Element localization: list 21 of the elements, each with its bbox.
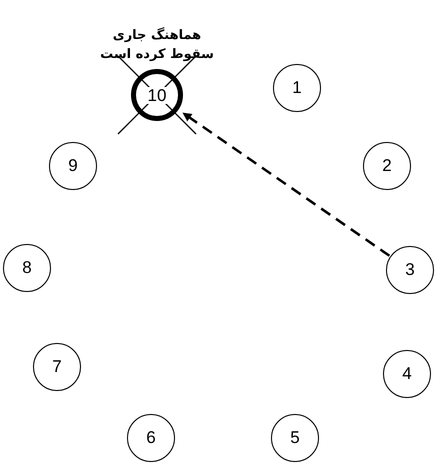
status-heading: هماهنگ جاری سقوط کرده است	[99, 26, 215, 64]
node-circle	[273, 64, 321, 112]
node-circle	[49, 142, 97, 190]
node-number: 2	[382, 156, 392, 176]
node-number: 10	[146, 86, 168, 104]
node-number: 4	[402, 364, 412, 384]
node-number: 8	[22, 258, 32, 278]
node-circle	[383, 350, 431, 398]
node-number: 6	[146, 428, 156, 448]
node-number: 7	[52, 357, 62, 377]
node-number: 1	[292, 78, 302, 98]
node-circle	[33, 343, 81, 391]
dashed-arrow	[182, 112, 390, 257]
node-circle	[271, 414, 319, 462]
node-circle	[3, 244, 51, 292]
node-circle	[363, 142, 411, 190]
node-number: 3	[405, 260, 415, 280]
node-number: 5	[290, 428, 300, 448]
node-number: 9	[68, 156, 78, 176]
node-circle	[386, 246, 434, 294]
node-circle	[127, 414, 175, 462]
